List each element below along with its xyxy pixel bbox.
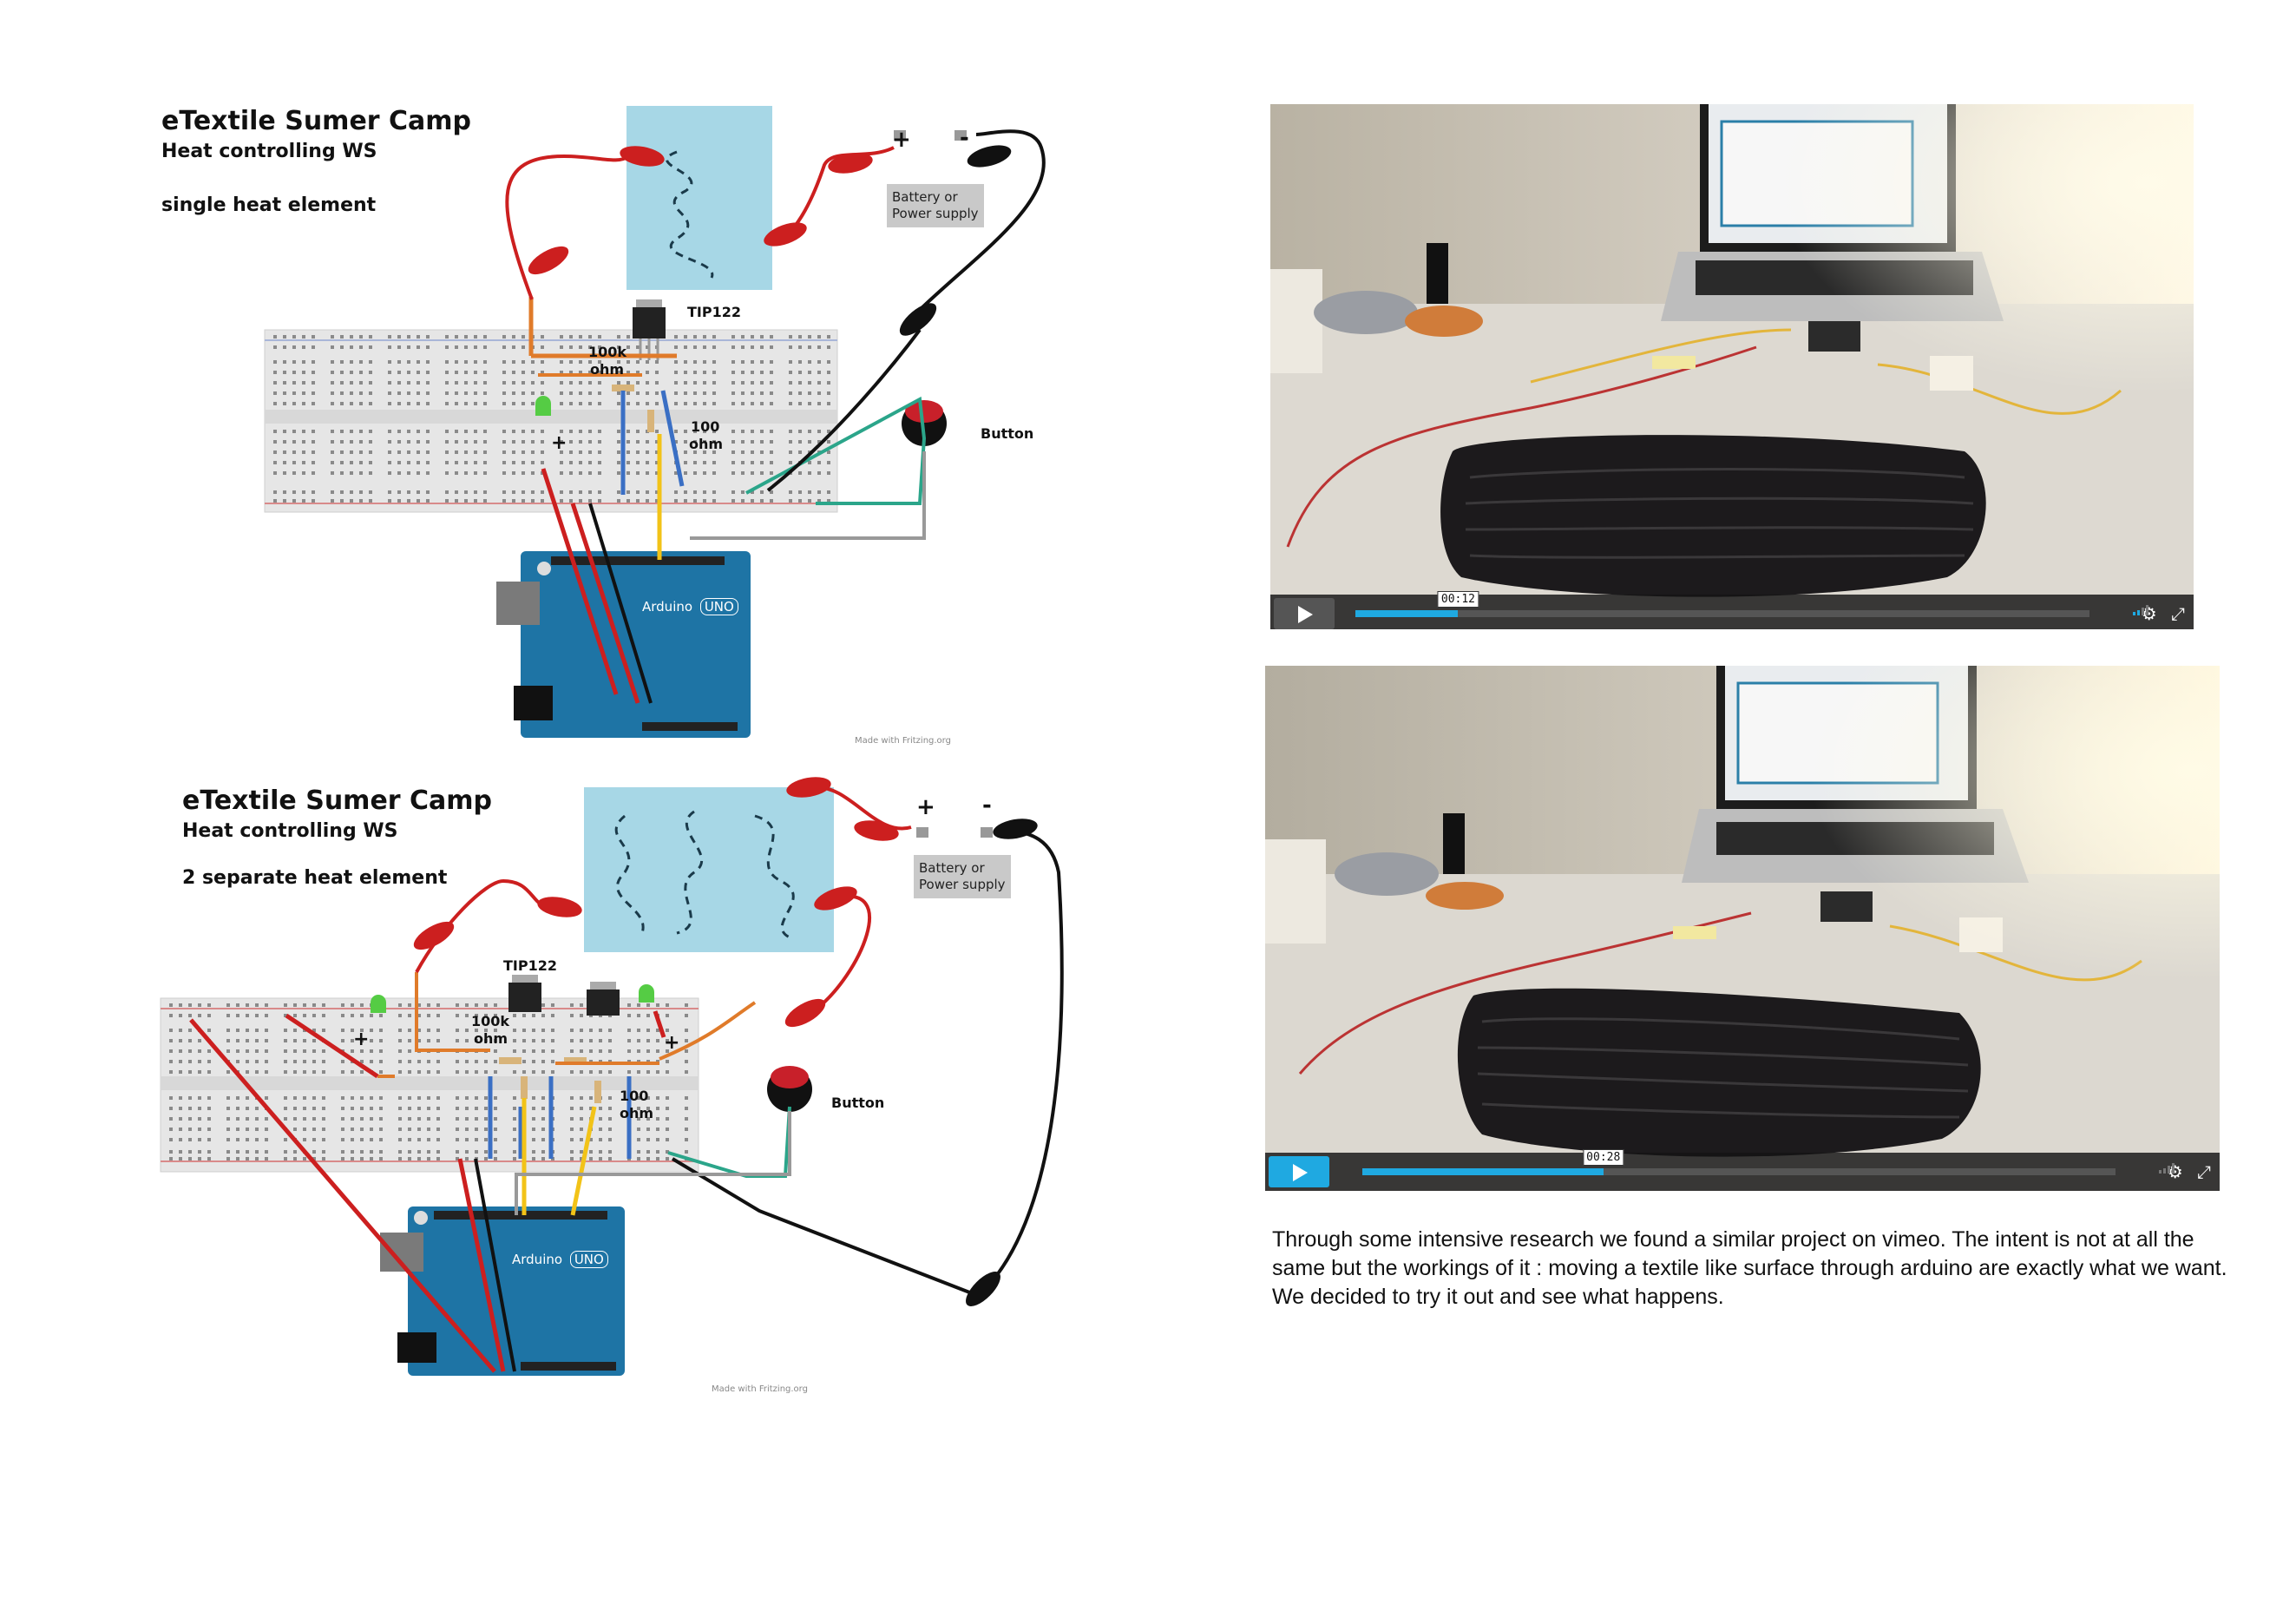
volume-icon[interactable] xyxy=(2132,603,2152,615)
fritzing-credit: Made with Fritzing.org xyxy=(712,1384,808,1394)
battery-label-line2: Power supply xyxy=(892,206,979,221)
video-controls: 00:12 ⚙ ⤢ xyxy=(1270,591,2194,629)
play-button[interactable] xyxy=(1274,598,1335,629)
diagram-subtitle: Heat controlling WS xyxy=(161,141,377,162)
player-icons: ⚙ ⤢ xyxy=(2132,603,2185,624)
battery-box: Battery or Power supply xyxy=(914,855,1011,898)
volume-icon[interactable] xyxy=(2158,1161,2178,1174)
tip122-transistor-right xyxy=(587,990,620,1016)
button-label: Button xyxy=(981,425,1034,442)
arduino-name: Arduino UNO xyxy=(512,1251,608,1268)
circuit-diagram-double: eTextile Sumer Camp Heat controlling WS … xyxy=(156,777,1076,1402)
time-indicator: 00:12 xyxy=(1437,591,1479,608)
play-icon xyxy=(1298,606,1313,623)
battery-label-line2: Power supply xyxy=(919,877,1006,892)
battery-plus: + xyxy=(892,127,911,153)
resistor2-unit: ohm xyxy=(689,436,724,452)
progress-bar[interactable]: 00:28 xyxy=(1362,1149,2116,1175)
battery-label-line1: Battery or xyxy=(892,189,958,205)
tip122-transistor xyxy=(633,307,666,339)
heat-element-trace xyxy=(666,150,714,279)
arduino-name: Arduino UNO xyxy=(642,598,738,615)
resistor2-value: 100 xyxy=(620,1088,649,1104)
video-frame xyxy=(1270,104,2194,629)
circuit-drawing-single xyxy=(264,106,1046,738)
circuit-drawing-double xyxy=(160,777,1064,1376)
resistor-100 xyxy=(647,410,654,432)
led-plus-left: + xyxy=(353,1029,370,1050)
led-plus: + xyxy=(551,432,567,454)
gear-icon[interactable]: ⚙ xyxy=(2167,1161,2183,1182)
transistor-label: TIP122 xyxy=(687,304,741,320)
battery-plus: + xyxy=(916,794,935,820)
resistor1-unit: ohm xyxy=(474,1030,508,1047)
progress-bar[interactable]: 00:12 xyxy=(1355,591,2089,617)
battery-minus: - xyxy=(982,792,992,819)
battery-label-line1: Battery or xyxy=(919,860,985,876)
video-controls: 00:28 ⚙ ⤢ xyxy=(1265,1149,2220,1191)
circuit-diagram-single: eTextile Sumer Camp Heat controlling WS … xyxy=(156,95,1076,755)
video-player-top[interactable]: 00:12 ⚙ ⤢ xyxy=(1270,104,2194,629)
fritzing-credit: Made with Fritzing.org xyxy=(855,736,951,746)
resistor-100k xyxy=(612,385,634,391)
play-icon xyxy=(1293,1164,1308,1181)
progress-fill xyxy=(1362,1168,1604,1175)
diagram-title: eTextile Sumer Camp xyxy=(182,786,493,816)
fullscreen-icon[interactable]: ⤢ xyxy=(2171,603,2185,624)
arduino-board xyxy=(408,1206,625,1376)
led-plus-right: + xyxy=(664,1032,680,1054)
resistor2-unit: ohm xyxy=(620,1105,654,1121)
button-label: Button xyxy=(831,1095,885,1111)
diagram-subtitle: Heat controlling WS xyxy=(182,820,398,842)
resistor1-value: 100k xyxy=(471,1013,510,1029)
player-icons: ⚙ ⤢ xyxy=(2158,1161,2211,1182)
description-paragraph: Through some intensive research we found… xyxy=(1272,1227,2227,1309)
arduino-board xyxy=(521,551,751,738)
video-player-bottom[interactable]: 00:28 ⚙ ⤢ xyxy=(1265,666,2220,1191)
resistor2-value: 100 xyxy=(691,418,720,435)
progress-fill xyxy=(1355,610,1459,617)
heat-pad xyxy=(584,787,834,952)
play-button[interactable] xyxy=(1269,1156,1329,1187)
time-indicator: 00:28 xyxy=(1583,1149,1624,1166)
battery-minus: - xyxy=(960,125,969,151)
tip122-transistor-left xyxy=(508,983,541,1012)
resistor1-value: 100k xyxy=(588,344,627,360)
diagram-label: 2 separate heat element xyxy=(182,867,448,889)
diagram-label: single heat element xyxy=(161,194,377,216)
battery-box: Battery or Power supply xyxy=(887,184,984,227)
heat-pad xyxy=(626,106,772,290)
resistor1-unit: ohm xyxy=(590,361,625,378)
diagram-title: eTextile Sumer Camp xyxy=(161,106,472,136)
gear-icon[interactable]: ⚙ xyxy=(2141,603,2157,624)
video-frame xyxy=(1265,666,2220,1191)
transistor-label: TIP122 xyxy=(503,957,557,974)
fullscreen-icon[interactable]: ⤢ xyxy=(2197,1161,2211,1182)
